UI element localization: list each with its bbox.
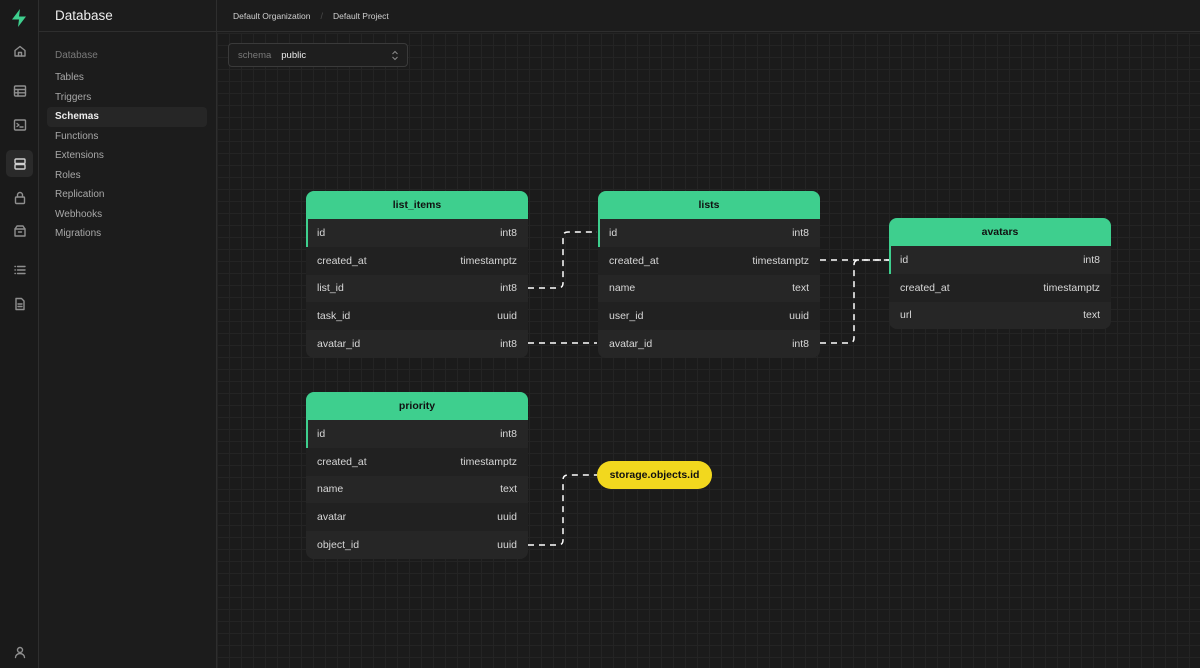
sidebar-item-tables[interactable]: Tables <box>55 72 84 84</box>
table-card-priority[interactable]: priority id int8 created_at timestamptz na… <box>306 392 528 559</box>
column-name: created_at <box>317 254 367 267</box>
table-row: created_at timestamptz <box>306 246 528 275</box>
table-row: list_id int8 <box>306 274 528 303</box>
docs-file-icon[interactable] <box>6 290 33 317</box>
sidebar-item-replication[interactable]: Replication <box>55 189 105 201</box>
column-name: id <box>900 253 909 266</box>
sidebar-menu: Tables Triggers Schemas Functions Extens… <box>47 68 207 244</box>
breadcrumb: Default Organization / Default Project <box>217 0 1200 32</box>
table-card-avatars[interactable]: avatars id int8 created_at timestamptz url… <box>889 218 1111 330</box>
column-name: user_id <box>609 310 644 323</box>
column-name: created_at <box>900 281 950 294</box>
column-type: int8 <box>500 226 517 239</box>
table-card-lists[interactable]: lists id int8 created_at timestamptz name t… <box>598 191 820 358</box>
column-type: uuid <box>497 539 517 552</box>
column-name: name <box>609 282 636 295</box>
table-row: id int8 <box>306 219 528 247</box>
auth-lock-icon[interactable] <box>6 184 33 211</box>
table-row: url text <box>889 301 1111 330</box>
column-name: created_at <box>609 254 659 267</box>
column-type: text <box>1083 309 1100 322</box>
column-type: text <box>500 483 517 496</box>
column-type: int8 <box>1083 253 1100 266</box>
column-name: object_id <box>317 539 360 552</box>
column-type: int8 <box>792 338 809 351</box>
column-type: int8 <box>500 427 517 440</box>
table-row: created_at timestamptz <box>598 246 820 275</box>
sidebar-item-schemas[interactable]: Schemas <box>47 107 207 127</box>
column-type: timestamptz <box>1043 281 1100 294</box>
table-row: id int8 <box>306 420 528 448</box>
table-row: created_at timestamptz <box>889 273 1111 302</box>
table-row: avatar_id int8 <box>598 330 820 358</box>
column-name: avatar_id <box>317 338 361 351</box>
chevron-up-down-icon <box>392 50 398 61</box>
column-type: uuid <box>497 310 517 323</box>
sidebar-item-webhooks[interactable]: Webhooks <box>55 208 103 220</box>
supabase-logo-icon[interactable] <box>9 8 29 28</box>
column-name: created_at <box>317 455 367 468</box>
user-icon[interactable] <box>6 638 33 665</box>
column-type: int8 <box>500 338 517 351</box>
sidebar-title: Database <box>39 0 216 32</box>
table-row: user_id uuid <box>598 302 820 331</box>
column-type: uuid <box>789 310 809 323</box>
table-row: avatar uuid <box>306 503 528 532</box>
external-reference-storage-objects[interactable]: storage.objects.id <box>597 461 712 489</box>
column-name: list_id <box>317 282 344 295</box>
column-name: avatar_id <box>609 338 653 351</box>
table-row: name text <box>598 274 820 303</box>
icon-rail <box>0 0 39 668</box>
storage-archive-icon[interactable] <box>6 217 33 244</box>
schema-select[interactable]: schema public <box>228 43 408 67</box>
table-row: object_id uuid <box>306 531 528 559</box>
column-type: uuid <box>497 511 517 524</box>
column-name: url <box>900 309 912 322</box>
column-name: id <box>609 226 618 239</box>
table-editor-icon[interactable] <box>6 77 33 104</box>
sidebar-item-extensions[interactable]: Extensions <box>55 150 104 162</box>
table-header: lists <box>598 191 820 219</box>
column-name: avatar <box>317 511 347 524</box>
breadcrumb-organization[interactable]: Default Organization <box>233 10 311 21</box>
sidebar-item-roles[interactable]: Roles <box>55 169 81 181</box>
table-row: name text <box>306 475 528 504</box>
breadcrumb-separator: / <box>320 10 324 21</box>
sidebar-item-triggers[interactable]: Triggers <box>55 91 92 103</box>
home-icon[interactable] <box>6 37 33 64</box>
table-header: list_items <box>306 191 528 219</box>
sidebar-section-label: Database <box>55 50 98 61</box>
table-row: task_id uuid <box>306 302 528 331</box>
column-type: int8 <box>500 282 517 295</box>
column-type: int8 <box>792 226 809 239</box>
sidebar-item-functions[interactable]: Functions <box>55 130 99 142</box>
database-sidebar: Database Database Tables Triggers Schema… <box>39 0 217 668</box>
table-row: id int8 <box>889 246 1111 274</box>
column-type: timestamptz <box>752 254 809 267</box>
sql-terminal-icon[interactable] <box>6 111 33 138</box>
database-icon[interactable] <box>6 150 33 177</box>
column-name: name <box>317 483 344 496</box>
column-name: task_id <box>317 310 351 323</box>
sidebar-item-migrations[interactable]: Migrations <box>55 228 102 240</box>
column-type: text <box>792 282 809 295</box>
table-row: id int8 <box>598 219 820 247</box>
table-row: created_at timestamptz <box>306 447 528 476</box>
breadcrumb-project[interactable]: Default Project <box>333 10 389 21</box>
schema-select-value: public <box>281 49 307 61</box>
table-row: avatar_id int8 <box>306 330 528 358</box>
column-type: timestamptz <box>460 254 517 267</box>
schema-select-label: schema <box>238 49 272 61</box>
table-header: priority <box>306 392 528 420</box>
column-type: timestamptz <box>460 455 517 468</box>
table-header: avatars <box>889 218 1111 246</box>
column-name: id <box>317 427 326 440</box>
logs-list-icon[interactable] <box>6 256 33 283</box>
column-name: id <box>317 226 326 239</box>
